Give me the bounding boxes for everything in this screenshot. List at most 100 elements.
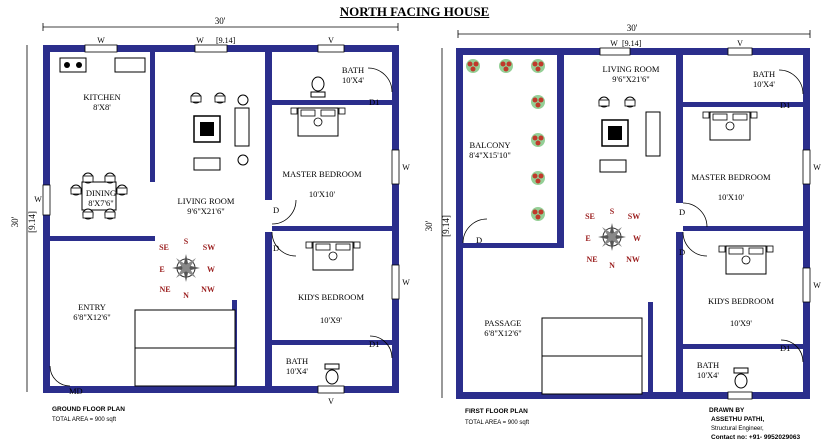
entry-name: ENTRY xyxy=(78,302,106,312)
credits-contact: Contact no: +91- 9952029063 xyxy=(711,434,800,441)
svg-text:SW: SW xyxy=(628,212,640,221)
door-label: D xyxy=(679,247,685,257)
bath-size: 10'X4' xyxy=(697,370,719,380)
kids-bedroom-name: KID'S BEDROOM xyxy=(298,292,364,302)
ground-plan-label: GROUND FLOOR PLAN xyxy=(52,406,125,413)
svg-text:SE: SE xyxy=(159,243,169,252)
balcony-name: BALCONY xyxy=(469,140,510,150)
first-width-dimension: 30' xyxy=(457,23,811,38)
bath-name: BATH xyxy=(286,356,308,366)
window-label: W xyxy=(97,36,105,45)
svg-text:N: N xyxy=(183,291,189,300)
door1-label: D1 xyxy=(369,97,379,107)
bath-name: BATH xyxy=(753,69,775,79)
dining-name: DINING xyxy=(86,188,116,198)
living-name: LIVING ROOM xyxy=(603,64,660,74)
credits-drawn-by: DRAWN BY xyxy=(709,407,745,414)
window-label: W xyxy=(813,163,821,172)
living-name: LIVING ROOM xyxy=(178,196,235,206)
first-width-ft: 30' xyxy=(627,23,638,33)
door1-label: D1 xyxy=(780,100,790,110)
credits: DRAWN BY ASSETHU PATHI, Structural Engin… xyxy=(709,407,800,441)
width-m-label: [9.14] xyxy=(216,36,236,45)
first-furniture xyxy=(466,59,774,395)
width-m-label: [9.14] xyxy=(622,39,642,48)
svg-text:NE: NE xyxy=(586,255,597,264)
svg-text:NW: NW xyxy=(201,285,215,294)
svg-text:NW: NW xyxy=(626,255,640,264)
first-openings xyxy=(462,47,811,400)
ground-width-dimension: 30' xyxy=(42,16,399,31)
first-opening-labels: W [9.14] V W W D D D D1 D1 xyxy=(476,39,821,353)
first-depth-m: [9.14] xyxy=(441,215,451,237)
door1-label: D1 xyxy=(369,339,379,349)
ground-width-ft: 30' xyxy=(215,16,226,26)
master-bedroom-size: 10'X10' xyxy=(309,189,336,199)
bath-name: BATH xyxy=(342,65,364,75)
window-label: W xyxy=(402,278,410,287)
ventilator-label: V xyxy=(328,36,334,45)
svg-text:S: S xyxy=(610,207,615,216)
first-compass: S N E W SE SW NE NW xyxy=(585,207,641,270)
passage-size: 6'8"X12'6" xyxy=(484,328,521,338)
ground-opening-labels: W W [9.14] V W W V W D D D1 D1 MD xyxy=(34,36,410,406)
kitchen-size: 8'X8' xyxy=(93,102,111,112)
master-bedroom-name: MASTER BEDROOM xyxy=(282,169,362,179)
svg-text:S: S xyxy=(184,237,189,246)
svg-text:NE: NE xyxy=(159,285,170,294)
ground-depth-m: [9.14] xyxy=(27,211,37,233)
bath-size: 10'X4' xyxy=(753,79,775,89)
ventilator-label: V xyxy=(328,397,334,406)
door-label: D xyxy=(273,205,279,215)
svg-text:SW: SW xyxy=(203,243,215,252)
entry-size: 6'8"X12'6" xyxy=(73,312,110,322)
door-label: D xyxy=(273,243,279,253)
ground-depth-ft: 30' xyxy=(10,216,20,227)
window-label: W xyxy=(196,36,204,45)
ground-room-labels: KITCHEN 8'X8' DINING 8'X7'6" LIVING ROOM… xyxy=(52,65,364,423)
svg-text:E: E xyxy=(159,265,164,274)
first-plan-label: FIRST FLOOR PLAN xyxy=(465,408,528,415)
first-depth-dimension: 30' [9.14] xyxy=(424,48,451,398)
door1-label: D1 xyxy=(780,343,790,353)
kids-bedroom-size: 10'X9' xyxy=(320,315,342,325)
svg-text:E: E xyxy=(585,234,590,243)
ground-furniture xyxy=(59,57,361,387)
kids-bedroom-name: KID'S BEDROOM xyxy=(708,296,774,306)
ground-openings xyxy=(42,44,400,394)
door-label: D xyxy=(679,207,685,217)
window-label: W xyxy=(813,281,821,290)
bath-size: 10'X4' xyxy=(286,366,308,376)
bath-name: BATH xyxy=(697,360,719,370)
bath-size: 10'X4' xyxy=(342,75,364,85)
first-floor-walls xyxy=(456,48,810,399)
ground-depth-dimension: 30' [9.14] xyxy=(10,45,37,392)
svg-text:W: W xyxy=(207,265,215,274)
door-label: D xyxy=(476,235,482,245)
master-bedroom-size: 10'X10' xyxy=(718,192,745,202)
first-depth-ft: 30' xyxy=(424,220,434,231)
window-label: W xyxy=(610,39,618,48)
passage-name: PASSAGE xyxy=(484,318,521,328)
living-size: 9'6"X21'6" xyxy=(612,74,649,84)
living-size: 9'6"X21'6" xyxy=(187,206,224,216)
window-label: W xyxy=(34,195,42,204)
dining-size: 8'X7'6" xyxy=(88,198,113,208)
main-door-label: MD xyxy=(69,386,83,396)
svg-text:N: N xyxy=(609,261,615,270)
credits-role: Structural Engineer, xyxy=(711,426,764,432)
kids-bedroom-size: 10'X9' xyxy=(730,318,752,328)
first-room-labels: BALCONY 8'4"X15'10" LIVING ROOM 9'6"X21'… xyxy=(465,64,775,426)
svg-text:W: W xyxy=(633,234,641,243)
credits-name: ASSETHU PATHI, xyxy=(711,416,764,423)
kitchen-name: KITCHEN xyxy=(83,92,120,102)
balcony-size: 8'4"X15'10" xyxy=(469,150,511,160)
master-bedroom-name: MASTER BEDROOM xyxy=(691,172,771,182)
ground-total-area: TOTAL AREA = 900 sqft xyxy=(52,417,116,423)
window-label: W xyxy=(402,163,410,172)
ventilator-label: V xyxy=(737,39,743,48)
svg-text:SE: SE xyxy=(585,212,595,221)
first-total-area: TOTAL AREA = 900 sqft xyxy=(465,420,529,426)
